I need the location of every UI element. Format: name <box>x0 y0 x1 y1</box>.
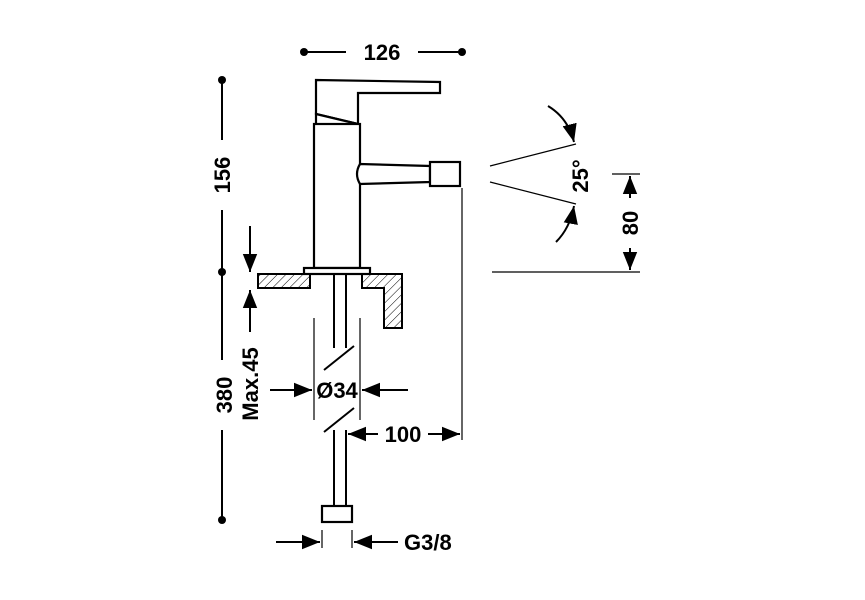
dim-hole-diameter: Ø34 <box>270 378 408 403</box>
dim-width-126: 126 <box>300 40 466 65</box>
dim-label-126: 126 <box>364 40 401 65</box>
dim-label-max45: Max.45 <box>238 347 263 420</box>
dim-label-g38: G3/8 <box>404 530 452 555</box>
body-column <box>312 122 362 270</box>
base-flange <box>302 266 372 276</box>
supply-pipe <box>320 274 355 524</box>
dim-label-100: 100 <box>385 422 422 447</box>
dim-max-thickness: Max.45 <box>238 226 263 421</box>
aerator <box>428 160 462 188</box>
counter-left <box>257 273 311 289</box>
dim-thread: G3/8 <box>276 530 452 555</box>
dim-label-o34: Ø34 <box>316 378 358 403</box>
thread-fitting <box>320 504 354 524</box>
dim-height-left: 156 380 <box>210 76 237 524</box>
dim-spout-angle: 25° <box>489 105 593 243</box>
dim-label-80: 80 <box>618 211 643 235</box>
dim-spout-reach: 100 <box>348 188 463 447</box>
dim-label-25deg: 25° <box>568 159 593 192</box>
counter-right <box>361 273 403 329</box>
dim-label-380: 380 <box>212 377 237 414</box>
dim-label-156: 156 <box>210 157 235 194</box>
faucet-body <box>302 78 462 276</box>
dim-spout-height: 80 <box>492 173 643 273</box>
counter-top <box>257 273 403 329</box>
spout <box>355 162 432 186</box>
